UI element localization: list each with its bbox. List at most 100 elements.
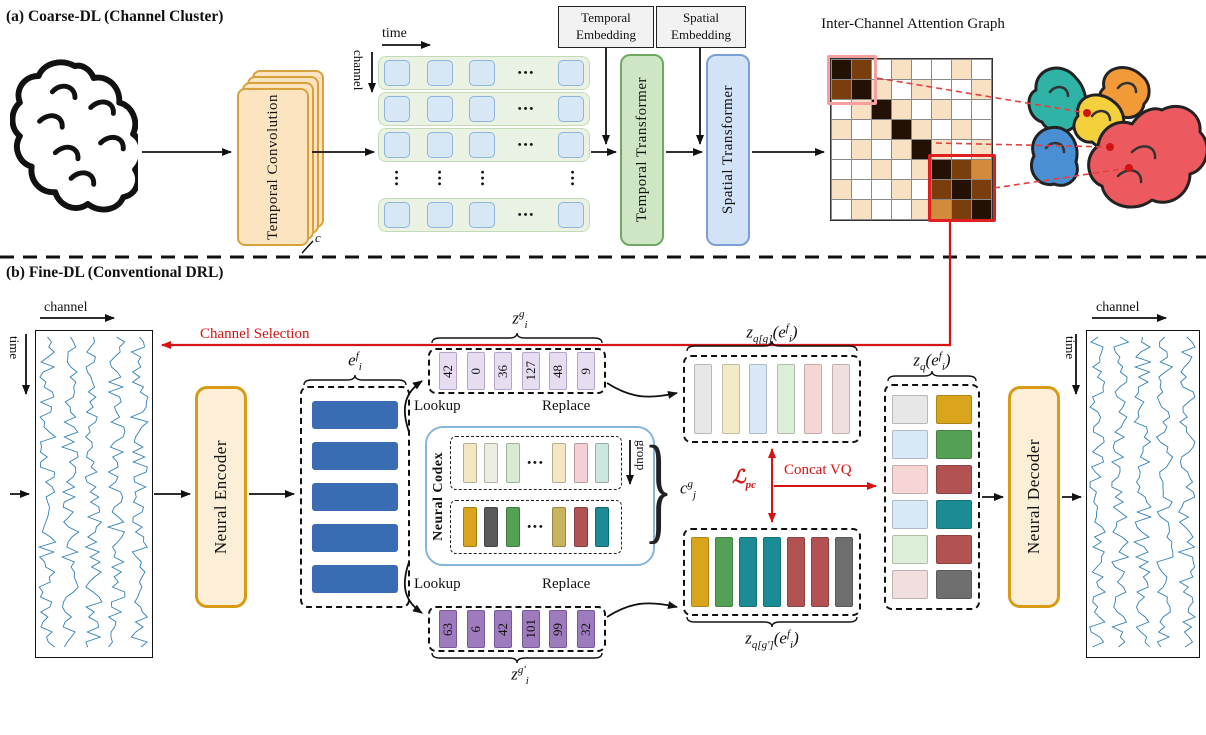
attention-cell bbox=[932, 120, 951, 139]
attention-cell bbox=[872, 180, 891, 199]
token-index-value: 6 bbox=[467, 625, 483, 633]
attention-cell bbox=[912, 120, 931, 139]
codeword-bar bbox=[552, 443, 567, 483]
attention-cell bbox=[972, 100, 991, 119]
input-signal-box bbox=[35, 330, 153, 658]
attention-cell bbox=[912, 100, 931, 119]
group-label: group bbox=[634, 440, 649, 471]
feature-patch bbox=[469, 132, 495, 158]
token-index-value: 42 bbox=[440, 364, 456, 378]
attention-grid bbox=[830, 58, 993, 221]
token-index-bar: 63 bbox=[439, 610, 458, 648]
attention-cell bbox=[932, 140, 951, 159]
feature-bar bbox=[312, 442, 398, 470]
attention-cell bbox=[912, 200, 931, 219]
feature-grid-row: ••• bbox=[378, 56, 590, 90]
temporal-embedding-box: Temporal Embedding bbox=[558, 6, 654, 48]
quantized-bar bbox=[831, 364, 850, 434]
concat-cell bbox=[936, 430, 972, 459]
token-index-value: 63 bbox=[440, 622, 456, 636]
spatial-transformer-label: Spatial Transformer bbox=[719, 85, 736, 215]
attention-cell bbox=[972, 60, 991, 79]
replace-label-top: Replace bbox=[542, 398, 591, 414]
output-channel-label: channel bbox=[1096, 300, 1140, 315]
neural-encoder-label: Neural Encoder bbox=[211, 439, 230, 555]
feature-grid-row: ••• bbox=[378, 198, 590, 232]
attention-graph-title: Inter-Channel Attention Graph bbox=[821, 16, 1005, 32]
signal-trace bbox=[37, 336, 57, 648]
attention-cell bbox=[852, 120, 871, 139]
quantized-bar bbox=[835, 537, 853, 607]
attention-cell bbox=[852, 60, 871, 79]
feature-patch bbox=[426, 96, 453, 122]
attention-cell bbox=[852, 160, 871, 179]
feature-patch bbox=[426, 132, 453, 158]
feature-bar bbox=[312, 565, 398, 593]
attention-cell bbox=[892, 120, 911, 139]
attention-cell bbox=[872, 160, 891, 179]
token-index-bar: 6 bbox=[466, 610, 485, 648]
temporal-convolution-block: Temporal Convolution bbox=[237, 88, 309, 246]
signal-trace bbox=[1177, 336, 1197, 648]
codeword-bar bbox=[484, 507, 499, 547]
token-index-value: 9 bbox=[577, 367, 593, 375]
replace-label-bottom: Replace bbox=[542, 576, 591, 592]
attention-cell bbox=[952, 120, 971, 139]
neural-codex-label: Neural Codex bbox=[431, 451, 446, 541]
attention-cell bbox=[832, 140, 851, 159]
quantized-bar bbox=[811, 537, 829, 607]
concat-cell bbox=[936, 465, 972, 494]
feature-bar bbox=[312, 524, 398, 552]
concat-cell bbox=[936, 395, 972, 424]
token-index-bar: 42 bbox=[439, 352, 458, 390]
attention-cell bbox=[832, 60, 851, 79]
feature-patch bbox=[426, 60, 453, 86]
attention-cell bbox=[832, 180, 851, 199]
attention-cell bbox=[952, 200, 971, 219]
token-index-value: 101 bbox=[522, 619, 538, 639]
feature-bar bbox=[312, 401, 398, 429]
brain-colored-icon bbox=[1027, 66, 1206, 209]
token-index-value: 36 bbox=[495, 364, 511, 378]
encoder-feature-box bbox=[300, 386, 410, 608]
attention-cell bbox=[832, 160, 851, 179]
quantized-box-bottom bbox=[683, 528, 861, 616]
ellipsis: ••• bbox=[517, 67, 536, 79]
codebook-row-bottom: ••• bbox=[450, 500, 622, 554]
codeword-bar bbox=[595, 507, 610, 547]
token-index-bar: 9 bbox=[576, 352, 595, 390]
attention-cell bbox=[932, 60, 951, 79]
codeword-bar bbox=[505, 507, 520, 547]
signal-trace bbox=[60, 336, 80, 648]
neural-encoder-block: Neural Encoder bbox=[195, 386, 247, 608]
ellipsis: ••• bbox=[517, 103, 536, 115]
attention-cell bbox=[872, 80, 891, 99]
token-index-value: 42 bbox=[495, 622, 511, 636]
encoder-feature-label: efi bbox=[348, 350, 362, 374]
panel-b-title: (b) Fine-DL (Conventional DRL) bbox=[6, 264, 224, 281]
attention-cell bbox=[832, 100, 851, 119]
feature-patch bbox=[426, 202, 453, 228]
attention-cell bbox=[832, 120, 851, 139]
codeword-label: cgj bbox=[679, 478, 697, 502]
signal-trace bbox=[1133, 336, 1153, 648]
attention-cell bbox=[932, 180, 951, 199]
attention-cell bbox=[852, 180, 871, 199]
v-ellipsis: ••• bbox=[566, 170, 578, 188]
concat-cell bbox=[892, 430, 928, 459]
feature-patch bbox=[469, 202, 495, 228]
quantized-bar bbox=[739, 537, 757, 607]
token-index-bar: 0 bbox=[466, 352, 485, 390]
token-index-bar: 101 bbox=[521, 610, 540, 648]
concat-output-label: zq(efi) bbox=[913, 350, 951, 374]
feature-patch bbox=[558, 202, 584, 228]
feature-patch bbox=[384, 96, 410, 122]
lookup-label-bottom: Lookup bbox=[414, 576, 461, 592]
attention-cell bbox=[972, 140, 991, 159]
attention-cell bbox=[852, 200, 871, 219]
input-time-label: time bbox=[7, 336, 22, 360]
ellipsis: ••• bbox=[527, 521, 545, 533]
temporal-transformer-label: Temporal Transformer bbox=[633, 77, 650, 223]
